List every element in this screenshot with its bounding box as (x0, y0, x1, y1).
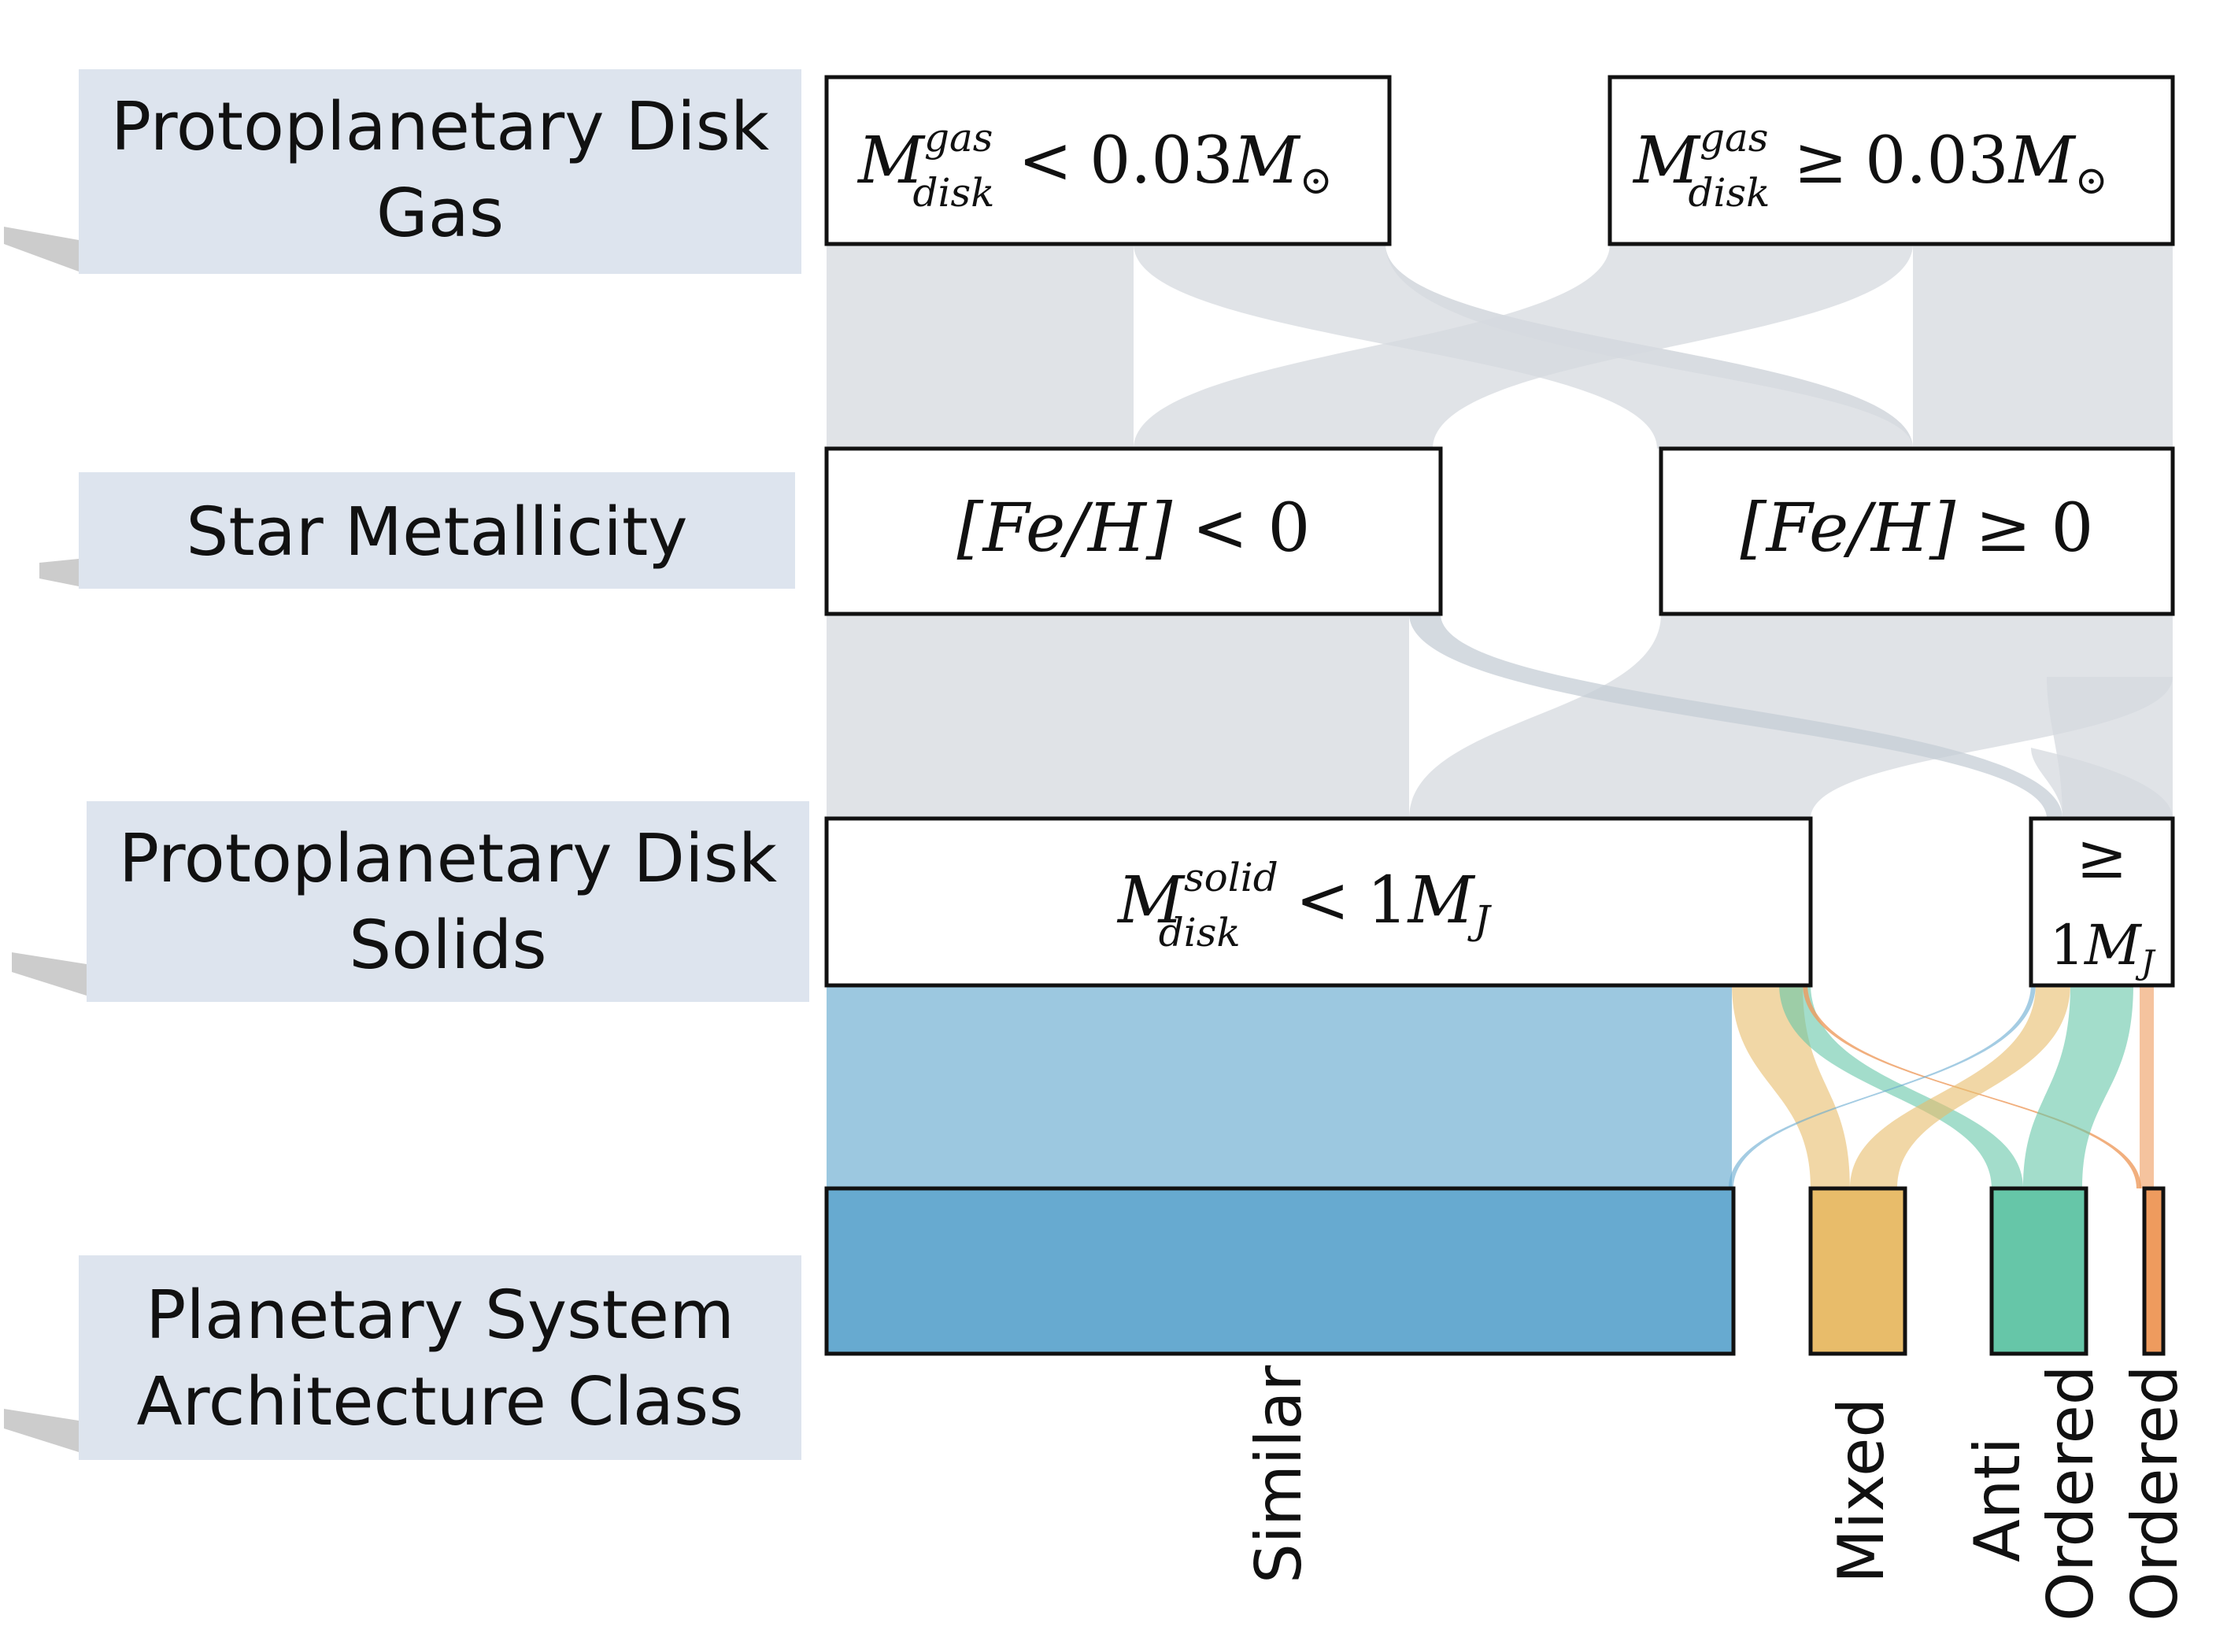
node-math: [Fe/H]≥0 (1740, 490, 2093, 567)
node-math: [Fe/H]<0 (956, 490, 1310, 567)
node-box (824, 816, 1813, 988)
class-label-ordered: Ordered (2118, 1365, 2192, 1621)
node-solid-high: ≥ 1MJ (2029, 816, 2175, 988)
architecture-nodes (824, 1186, 2166, 1356)
node-math: 1MJ (2049, 913, 2155, 981)
flow-fehlow-solidhigh (1409, 614, 2062, 819)
class-label-mixed: Mixed (1825, 1398, 1898, 1584)
label-line: Solids (349, 907, 546, 985)
node-rel: ≥ (2076, 822, 2127, 893)
label-line: Planetary System (146, 1277, 734, 1354)
flow-gashigh-fehhigh (1913, 244, 2173, 449)
flow-solidlow-mixed (1732, 984, 1850, 1188)
flow-solidlow-similar (827, 984, 1732, 1188)
node-feh-low: [Fe/H]<0 (824, 446, 1443, 616)
node-box (1659, 446, 2175, 616)
level-label-gas: Protoplanetary Disk Gas (4, 69, 801, 274)
node-box (824, 75, 1392, 246)
label-box (79, 69, 801, 274)
node-feh-high: [Fe/H]≥0 (1659, 446, 2175, 616)
flow-solidhigh-mixed (1850, 984, 2070, 1188)
label-shadow (12, 952, 87, 996)
level-labels: Protoplanetary Disk Gas Star Metallicity… (4, 69, 809, 1460)
label-line: Architecture Class (136, 1363, 743, 1441)
label-box (87, 801, 809, 1002)
node-anti-ordered (1989, 1186, 2088, 1356)
label-box (79, 1255, 801, 1460)
node-similar (824, 1186, 1736, 1356)
level-label-metallicity: Star Metallicity (39, 472, 795, 589)
level-label-architecture: Planetary System Architecture Class (4, 1255, 801, 1460)
node-mixed (1808, 1186, 1907, 1356)
label-line: Protoplanetary Disk (119, 820, 777, 898)
label-line: Star Metallicity (186, 493, 687, 571)
class-label-anti-line2: Ordered (2034, 1365, 2107, 1621)
node-box (2029, 816, 2175, 988)
flows-solids-to-architecture (827, 984, 2154, 1188)
flow-solidhigh-anti (2023, 984, 2133, 1188)
flow-fehhigh-solidhigh-main (2047, 677, 2173, 819)
flow-solidhigh-ordered (2140, 984, 2154, 1188)
class-label-anti-line1: Anti (1961, 1437, 2034, 1562)
level-label-solids: Protoplanetary Disk Solids (12, 801, 809, 1002)
node-ordered (2142, 1186, 2166, 1356)
label-shadow (4, 227, 79, 272)
label-line: Protoplanetary Disk (111, 88, 769, 166)
class-labels: Similar Mixed Anti Ordered Ordered (1242, 1365, 2192, 1621)
label-shadow (4, 1409, 79, 1452)
label-box (79, 472, 795, 589)
node-box (1607, 75, 2175, 246)
flows-metallicity-to-solids (827, 614, 2173, 819)
flows-gas-to-metallicity (827, 244, 2173, 449)
label-shadow (39, 559, 79, 586)
class-label-similar: Similar (1242, 1366, 1315, 1584)
flow-fehhigh-solidlow (1409, 614, 2173, 819)
flow-gaslow-fehlow (827, 244, 1134, 449)
flow-cross-b (1134, 244, 1913, 449)
node-box (824, 446, 1443, 616)
flow-fehlow-solidlow (827, 614, 1409, 819)
label-line: Gas (376, 175, 504, 253)
